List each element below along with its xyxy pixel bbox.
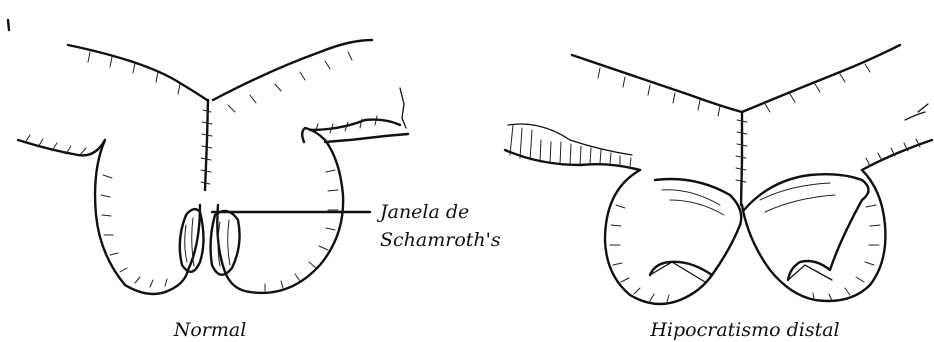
normal-contact-line xyxy=(205,100,208,190)
normal-right-finger-top xyxy=(213,40,372,100)
normal-right-finger-cut xyxy=(400,88,406,128)
clubbing-left-finger-top xyxy=(572,55,742,112)
normal-right-finger-bend xyxy=(310,120,400,130)
normal-left-finger-outline xyxy=(95,140,188,294)
clubbing-right-hand-edge xyxy=(862,140,932,170)
clubbing-right-finger-top xyxy=(742,45,900,112)
callout-label-line1: Janela de xyxy=(376,201,469,223)
normal-right-finger-lower xyxy=(325,134,408,142)
normal-left-finger-side xyxy=(188,205,200,270)
normal-left-finger-top xyxy=(68,45,207,100)
normal-right-nail xyxy=(211,211,240,275)
clubbing-fingers-drawing xyxy=(505,45,932,304)
caption-clubbing: Hipocratismo distal xyxy=(649,319,839,341)
clubbing-right-knuckle xyxy=(905,104,928,120)
clubbing-right-finger-outline xyxy=(742,170,885,301)
normal-left-hand-edge xyxy=(18,140,105,155)
corner-mark xyxy=(8,20,9,30)
clubbing-right-nail xyxy=(744,174,869,280)
callout-label-line2: Schamroth's xyxy=(380,229,501,251)
clubbing-left-nail xyxy=(650,179,741,275)
clubbing-left-finger-outline xyxy=(605,170,712,304)
clubbing-contact-line xyxy=(741,112,742,205)
caption-normal: Normal xyxy=(173,319,247,341)
normal-fingers-drawing xyxy=(18,40,408,294)
clubbing-left-cuff-top xyxy=(508,124,632,155)
